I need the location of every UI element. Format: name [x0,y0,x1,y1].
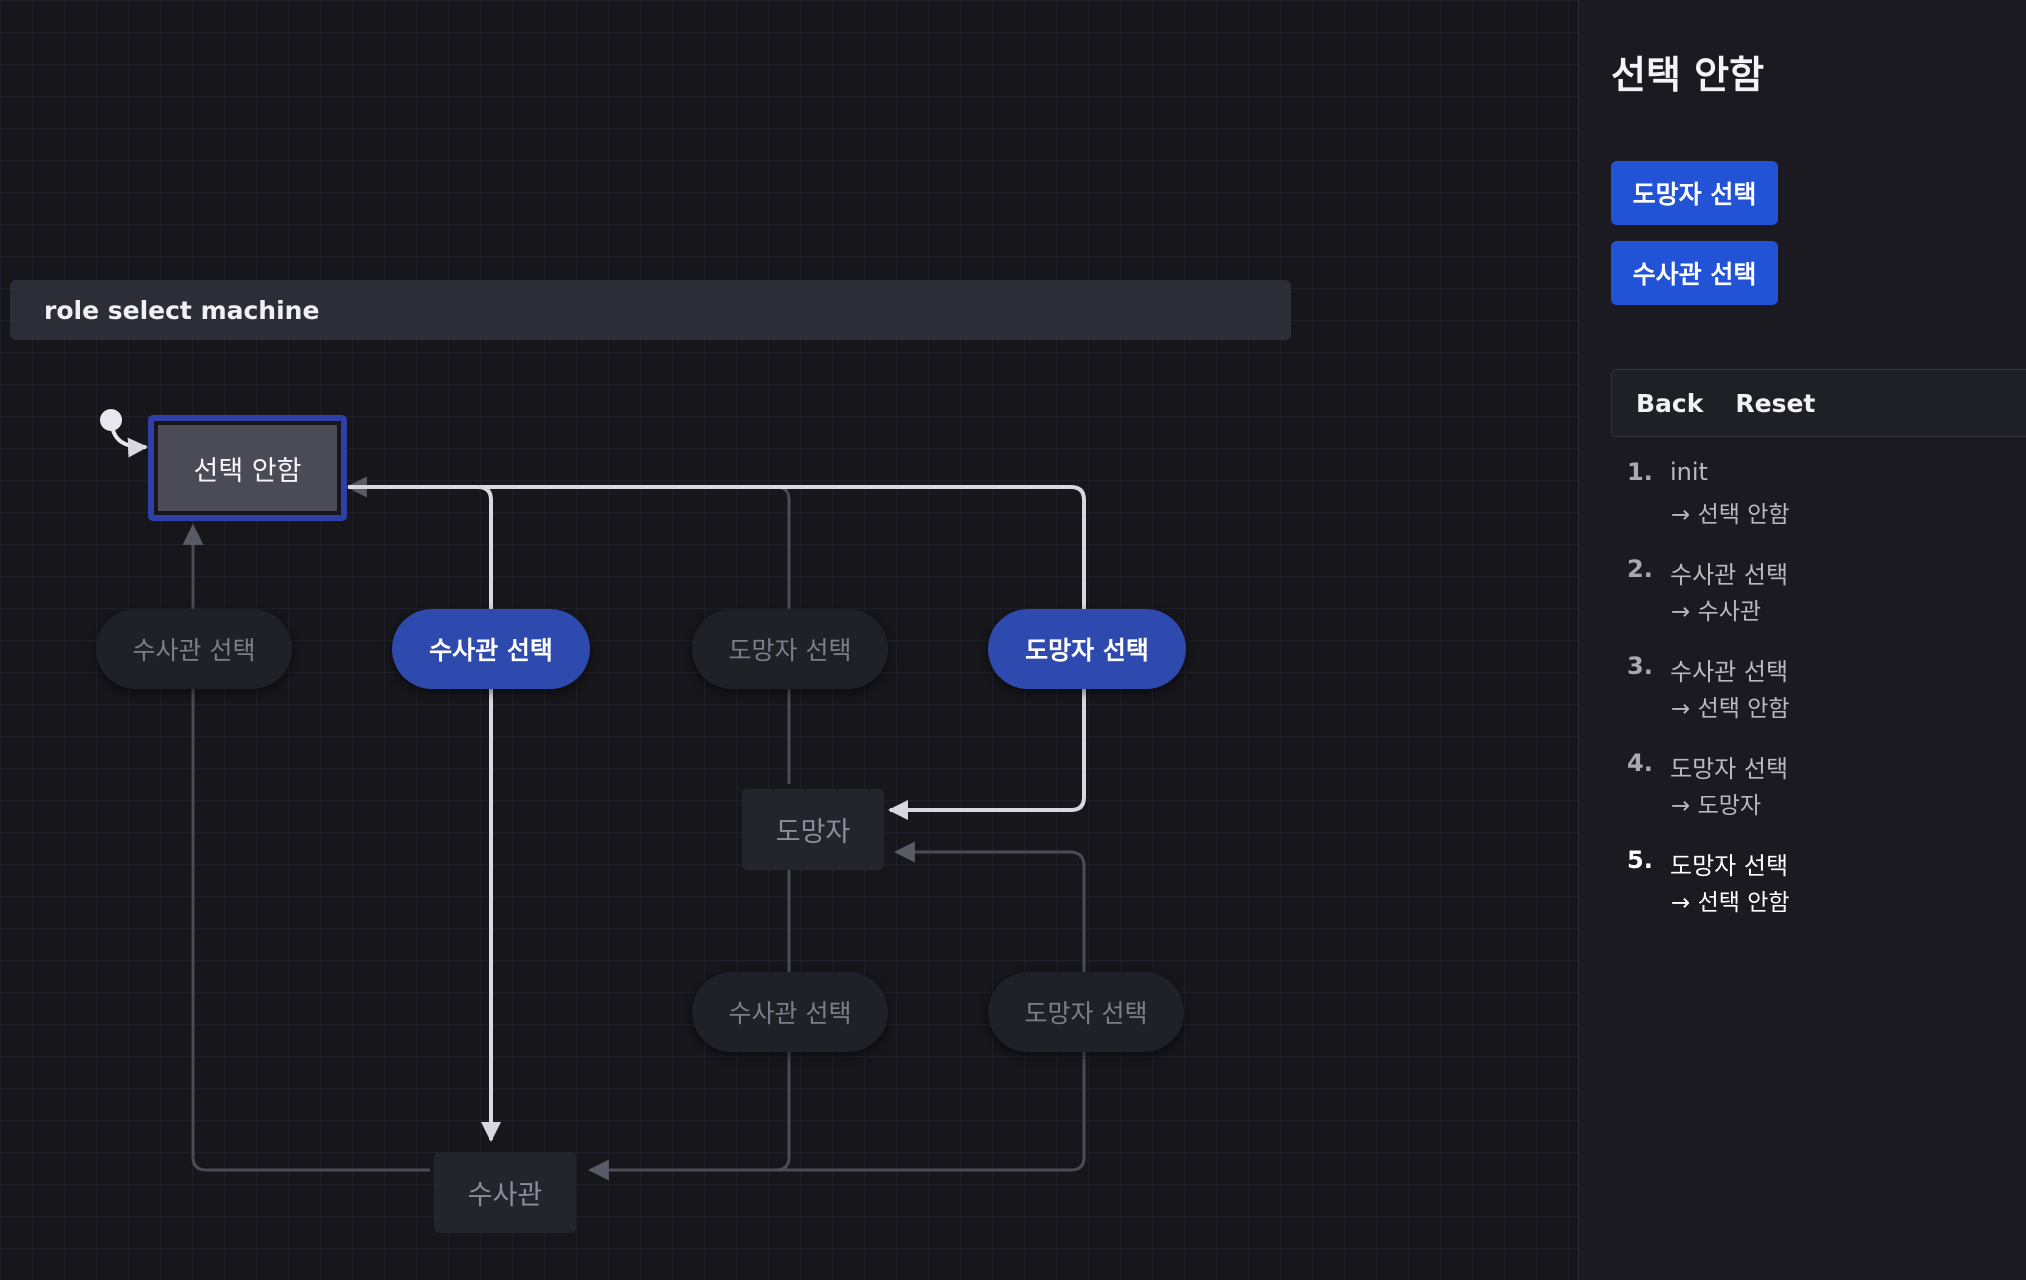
history-item-event: 도망자 선택 [1670,852,1789,880]
back-button[interactable]: Back [1636,388,1704,418]
history-item-event: 수사관 선택 [1670,658,1789,686]
reset-button[interactable]: Reset [1735,388,1816,418]
event-label: 수사관 선택 [429,636,553,665]
history-item-event: init [1670,458,1708,486]
history-item-target: → 선택 안함 [1671,890,1790,916]
state-none-label: 선택 안함 [193,455,302,487]
initial-state-dot [100,409,122,431]
state-fugitive-label: 도망자 [775,817,851,848]
event-none-to-investigator[interactable]: 수사관 선택 [392,609,590,689]
history-item-target: → 선택 안함 [1671,696,1790,722]
event-investigator-to-fugitive: 도망자 선택 [988,972,1184,1052]
event-label: 도망자 선택 [1025,636,1149,665]
history-item-target: → 수사관 [1671,599,1762,625]
state-none[interactable]: 선택 안함 [148,415,347,521]
history-item-target: → 선택 안함 [1671,502,1790,528]
event-investigator-select-disabled: 수사관 선택 [96,609,292,689]
event-fugitive-to-investigator: 수사관 선택 [692,972,888,1052]
statechart-canvas: role select machine 선택 안함 도망자 수사 [0,0,1578,1280]
state-investigator-label: 수사관 [467,1180,543,1211]
history-item-target: → 도망자 [1671,793,1762,819]
history-item-number: 5. [1627,846,1653,874]
history-item-event: 수사관 선택 [1670,561,1789,589]
event-label: 수사관 선택 [728,999,852,1028]
history-item-event: 도망자 선택 [1670,755,1789,783]
event-none-to-fugitive[interactable]: 도망자 선택 [988,609,1186,689]
machine-title: role select machine [44,295,320,325]
history-controls: Back Reset [1611,369,2026,437]
fugitive-select-button[interactable]: 도망자 선택 [1611,161,1778,225]
investigator-select-button[interactable]: 수사관 선택 [1611,241,1778,305]
edge-none-to-investigator [348,485,501,1142]
event-label: 도망자 선택 [728,636,852,665]
event-label: 수사관 선택 [132,636,256,665]
state-investigator[interactable]: 수사관 [434,1152,576,1233]
machine-title-bar: role select machine [10,280,1291,340]
history-item-number: 3. [1627,652,1653,680]
history-item-number: 4. [1627,749,1653,777]
state-fugitive[interactable]: 도망자 [742,789,884,870]
state-panel: 선택 안함 도망자 선택 수사관 선택 Back Reset 1. init →… [1578,0,2026,1280]
event-fugitive-select-disabled: 도망자 선택 [692,609,888,689]
history-item-number: 1. [1627,458,1653,486]
initial-transition-edge [111,429,148,458]
history-item-number: 2. [1627,555,1653,583]
current-state-title: 선택 안함 [1611,53,1765,97]
edge-investigator-to-none [182,523,430,1172]
event-label: 도망자 선택 [1024,999,1148,1028]
